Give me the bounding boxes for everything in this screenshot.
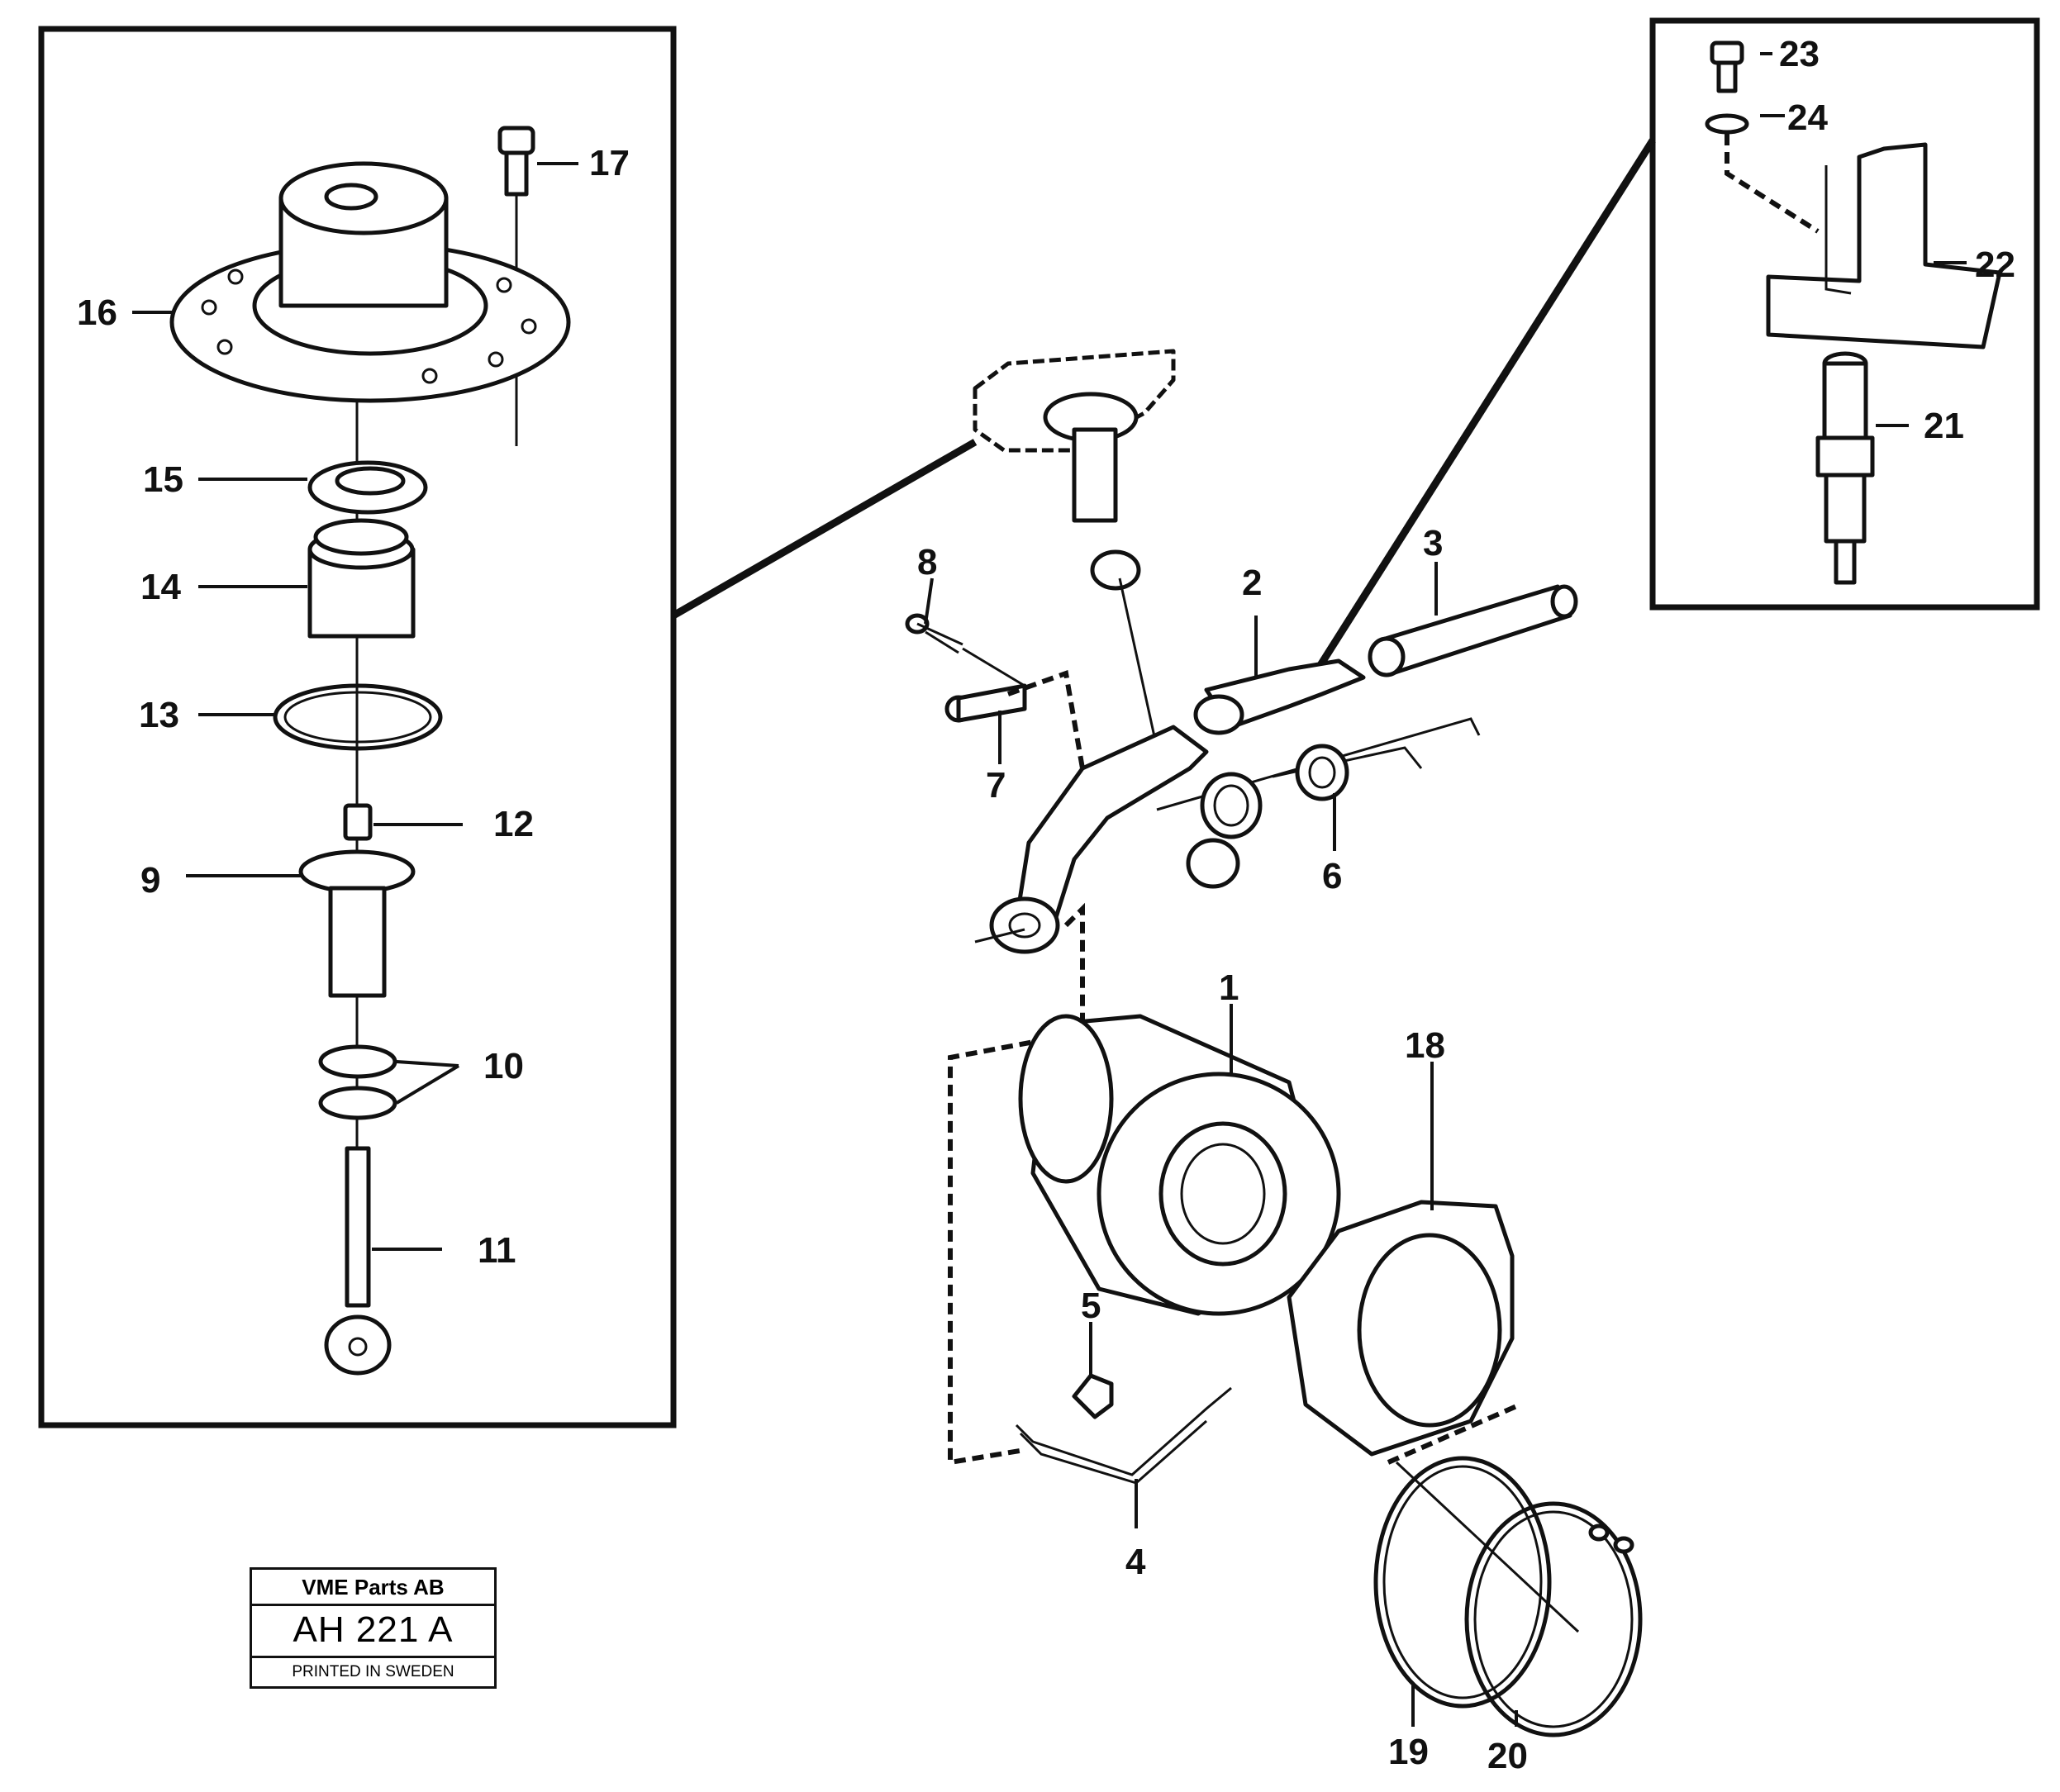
connector-line-right — [1317, 138, 1656, 668]
callout-labels: 17 16 15 14 13 12 9 10 11 8 7 2 3 6 1 18… — [77, 34, 2015, 1776]
detail-frame-right — [1649, 17, 2040, 611]
callout-23: 23 — [1779, 34, 1820, 74]
callout-4: 4 — [1125, 1542, 1146, 1582]
callout-20: 20 — [1487, 1736, 1528, 1776]
callout-22: 22 — [1975, 245, 2015, 285]
callout-14: 14 — [140, 567, 181, 607]
part-19-circlip — [1373, 1456, 1552, 1709]
part-23-bolt — [1710, 40, 1744, 93]
callout-19: 19 — [1388, 1732, 1429, 1772]
callout-11: 11 — [478, 1230, 516, 1271]
part-8-clip — [905, 613, 963, 654]
part-18-coupling-ring — [1287, 1200, 1515, 1457]
callout-9: 9 — [140, 860, 160, 901]
part-1-coupling-sleeve — [1018, 1014, 1341, 1316]
part-5-grease-nipple — [1072, 1373, 1114, 1419]
part-4-wire-spring — [1015, 1386, 1232, 1485]
part-22-bracket — [1766, 142, 2002, 349]
part-13-o-ring — [273, 683, 443, 751]
detail-frame-left — [38, 26, 677, 1428]
callout-13: 13 — [139, 695, 179, 735]
callout-5: 5 — [1081, 1286, 1101, 1326]
callout-18: 18 — [1405, 1025, 1445, 1066]
callout-3: 3 — [1423, 523, 1443, 563]
callout-21: 21 — [1924, 406, 1964, 446]
part-12-set-screw — [343, 803, 373, 841]
callout-8: 8 — [917, 542, 937, 582]
callout-16: 16 — [77, 292, 117, 333]
callout-7: 7 — [986, 765, 1006, 806]
callout-24: 24 — [1787, 97, 1828, 138]
pedal-pad — [973, 349, 1176, 591]
part-9-spindle — [298, 849, 416, 998]
part-21-sensor — [1815, 351, 1875, 585]
stamp-company: VME Parts AB — [252, 1570, 494, 1606]
part-16-housing — [169, 161, 571, 403]
callout-10: 10 — [483, 1046, 524, 1086]
callout-12: 12 — [493, 804, 534, 844]
callout-1: 1 — [1219, 967, 1239, 1008]
part-7-pin — [944, 683, 1027, 723]
part-10-nuts — [318, 1044, 397, 1120]
part-3-sleeve — [1368, 584, 1578, 677]
part-6-springs — [1156, 717, 1481, 889]
connector-line-left — [671, 439, 978, 619]
callout-6: 6 — [1322, 856, 1342, 896]
part-20-circlip — [1464, 1501, 1643, 1737]
parts-catalog-stamp: VME Parts AB AH 221 A PRINTED IN SWEDEN — [250, 1567, 497, 1689]
callout-2: 2 — [1242, 563, 1262, 603]
callout-17: 17 — [589, 143, 630, 183]
shift-fork-lever — [989, 725, 1209, 954]
callout-15: 15 — [143, 459, 183, 500]
stamp-printed-note: PRINTED IN SWEDEN — [292, 1663, 454, 1680]
stamp-drawing-code: AH 221 A — [252, 1606, 494, 1658]
part-11-eye-rod — [324, 1146, 392, 1376]
part-24-washer — [1705, 113, 1749, 135]
part-14-bushing — [307, 518, 416, 639]
part-2-lever — [1193, 658, 1366, 735]
part-15-seal — [307, 460, 428, 515]
